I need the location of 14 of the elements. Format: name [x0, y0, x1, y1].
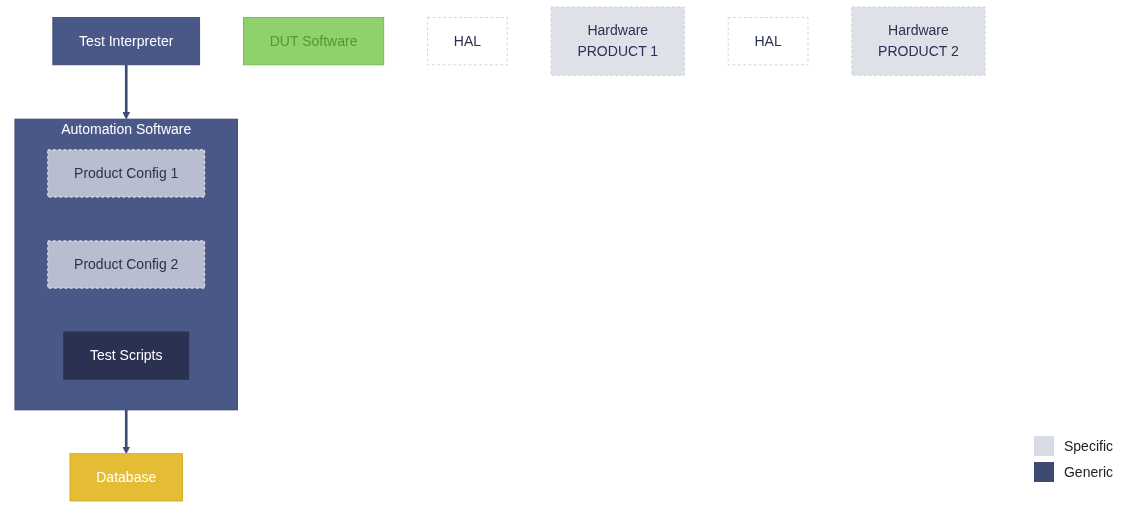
- node-box: Product Config 2: [47, 240, 206, 289]
- node-box: Test Scripts: [63, 331, 190, 380]
- legend-label: Specific: [1063, 438, 1113, 454]
- node-box: Hardware PRODUCT 1: [550, 6, 685, 76]
- arrow: [122, 64, 131, 120]
- node-box: Hardware PRODUCT 2: [851, 6, 986, 76]
- node-box: HAL: [427, 17, 508, 66]
- legend-label: Generic: [1063, 464, 1113, 480]
- node-box: Test Interpreter: [52, 17, 201, 66]
- arrow: [122, 409, 131, 455]
- node-box: DUT Software: [243, 17, 385, 66]
- node-box: HAL: [727, 17, 809, 66]
- node-box: Database: [69, 453, 183, 502]
- node-box: Product Config 1: [47, 149, 206, 198]
